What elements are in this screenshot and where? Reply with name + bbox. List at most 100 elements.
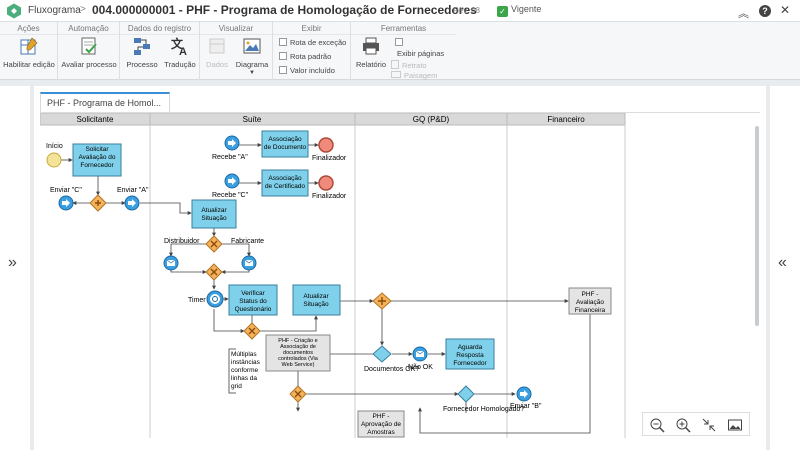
svg-text:PHF -: PHF - xyxy=(582,291,599,298)
timer-event[interactable] xyxy=(206,290,224,308)
svg-text:de Certificado: de Certificado xyxy=(265,183,305,190)
paisagem-option[interactable]: Paisagem xyxy=(391,71,437,80)
diagrama-dropdown[interactable]: Diagrama ▼ xyxy=(232,36,272,76)
task-atualizar-situacao-1[interactable]: Atualizar Situação xyxy=(191,199,237,229)
gateway-fornecedor-homologado[interactable] xyxy=(457,385,475,403)
mail-event-fabricante[interactable] xyxy=(241,255,257,271)
app-logo-icon xyxy=(7,3,21,19)
gateway-documentos-ok[interactable] xyxy=(372,345,392,363)
subprocess-phf-aprovacao[interactable]: PHF - Aprovação de Amostras xyxy=(357,410,405,438)
evaluate-icon xyxy=(81,37,97,55)
ribbon-group-title: Ações xyxy=(0,24,57,35)
top-bar: Fluxograma > 004.000000001 - PHF - Progr… xyxy=(0,0,800,22)
zoom-in-icon[interactable] xyxy=(675,417,691,433)
process-diagram: Solicitante Suíte GQ (P&D) Financeiro xyxy=(40,113,626,438)
relatorio-button[interactable]: Relatório xyxy=(353,36,389,69)
chevron-down-icon: ▼ xyxy=(249,70,255,76)
dados-button[interactable]: Dados xyxy=(202,36,232,69)
processo-button[interactable]: Processo xyxy=(124,36,160,69)
avaliar-processo-button[interactable]: Avaliar processo xyxy=(60,36,118,69)
gateway-parallel-6[interactable] xyxy=(289,385,307,403)
message-event-recebe-c[interactable] xyxy=(224,173,240,189)
rota-padrao-checkbox[interactable]: Rota padrão xyxy=(279,52,331,61)
svg-text:Avaliação: Avaliação xyxy=(576,299,604,306)
gateway-parallel-5[interactable] xyxy=(372,292,392,310)
page-title: 004.000000001 - PHF - Programa de Homolo… xyxy=(92,3,477,17)
message-event-recebe-a[interactable] xyxy=(224,135,240,151)
rota-excecao-checkbox[interactable]: Rota de exceção xyxy=(279,38,346,47)
fit-to-screen-icon[interactable] xyxy=(701,417,717,433)
gateway-parallel-2[interactable] xyxy=(205,235,223,253)
task-verificar-status[interactable]: Verificar Status do Questionário xyxy=(228,284,278,316)
ribbon-group-exibir: Exibir Rota de exceção Rota padrão Valor… xyxy=(273,22,351,80)
svg-text:Atualizar: Atualizar xyxy=(303,293,329,300)
exibir-paginas-checkbox[interactable] xyxy=(395,38,406,47)
zoom-toolbar xyxy=(642,412,750,436)
translate-icon: 文A xyxy=(171,36,187,56)
expand-left-icon[interactable]: « xyxy=(778,254,787,271)
breadcrumb-separator: > xyxy=(80,4,86,15)
task-solicitar[interactable]: Solicitar Avaliação do Fornecedor xyxy=(72,143,122,177)
lane-title-financeiro: Financeiro xyxy=(547,115,585,124)
timer-label: Timer xyxy=(188,297,206,304)
ribbon-group-title: Ferramentas xyxy=(351,24,456,35)
svg-text:Aprovação de: Aprovação de xyxy=(361,421,401,428)
message-event-enviar-a[interactable] xyxy=(124,195,140,211)
vertical-scrollbar[interactable] xyxy=(755,126,759,326)
task-atualizar-situacao-2[interactable]: Atualizar Situação xyxy=(292,284,341,316)
left-expand-panel: » xyxy=(0,86,30,450)
start-event[interactable] xyxy=(46,152,62,168)
subprocess-phf-criacao[interactable]: PHF - Criação e Associação de documentos… xyxy=(265,334,331,372)
expand-right-icon[interactable]: » xyxy=(8,254,17,271)
close-icon[interactable]: ✕ xyxy=(780,3,791,17)
end-event-finalizador-1[interactable] xyxy=(318,137,334,153)
finalizador-2-label: Finalizador xyxy=(312,193,347,200)
ribbon-group-visualizar: Visualizar Dados Diagrama ▼ xyxy=(200,22,273,80)
ribbon-group-automacao: Automação Avaliar processo xyxy=(58,22,120,80)
task-assoc-certificado[interactable]: Associação de Certificado xyxy=(261,169,309,197)
enviar-a-label: Enviar "A" xyxy=(117,187,149,194)
svg-text:Situação: Situação xyxy=(303,301,329,308)
mail-event-nao-ok[interactable] xyxy=(412,346,428,362)
content-area xyxy=(34,86,766,450)
habilitar-edicao-button[interactable]: Habilitar edição xyxy=(2,36,56,69)
image-icon xyxy=(243,38,261,54)
message-event-enviar-b[interactable] xyxy=(516,386,532,402)
svg-text:Avaliação do: Avaliação do xyxy=(78,154,115,161)
ribbon-group-title: Exibir xyxy=(273,24,350,35)
gateway-parallel-3[interactable] xyxy=(205,263,223,281)
gateway-parallel-1[interactable] xyxy=(89,194,107,212)
ribbon-group-ferramentas: Ferramentas Relatório Exibir páginas Ret… xyxy=(351,22,456,80)
tab-label: PHF - Programa de Homol... xyxy=(47,98,162,108)
finalizador-1-label: Finalizador xyxy=(312,155,347,162)
tab-diagram[interactable]: PHF - Programa de Homol... xyxy=(40,92,170,112)
diagram-canvas[interactable]: Solicitante Suíte GQ (P&D) Financeiro xyxy=(40,112,760,438)
svg-text:PHF -: PHF - xyxy=(373,413,390,420)
svg-text:Aguarda: Aguarda xyxy=(458,344,483,351)
svg-text:instâncias: instâncias xyxy=(231,359,261,366)
svg-text:Resposta: Resposta xyxy=(456,352,484,359)
retrato-option[interactable]: Retrato xyxy=(391,60,427,70)
svg-text:Status do: Status do xyxy=(239,298,267,305)
end-event-finalizador-2[interactable] xyxy=(318,175,334,191)
recebe-a-label: Recebe "A" xyxy=(212,154,248,161)
enviar-b-label: Enviar "B" xyxy=(510,403,542,410)
svg-text:Web Service): Web Service) xyxy=(282,362,315,368)
task-assoc-documento[interactable]: Associação de Documento xyxy=(261,130,309,158)
ribbon-group-title: Automação xyxy=(58,24,119,35)
collapse-icon[interactable]: ︽ xyxy=(738,8,749,20)
gateway-parallel-4[interactable] xyxy=(243,322,261,340)
svg-text:Fornecedor: Fornecedor xyxy=(453,360,487,367)
zoom-out-icon[interactable] xyxy=(649,417,665,433)
message-event-enviar-c[interactable] xyxy=(58,195,74,211)
subprocess-phf-avaliacao[interactable]: PHF - Avaliação Financeira xyxy=(568,287,612,315)
valor-incluido-checkbox[interactable]: Valor incluído xyxy=(279,66,335,75)
ribbon-group-title: Visualizar xyxy=(200,24,272,35)
export-image-icon[interactable] xyxy=(727,417,743,433)
lane-title-suite: Suíte xyxy=(243,115,262,124)
breadcrumb-root[interactable]: Fluxograma xyxy=(28,5,81,16)
task-aguarda-resposta[interactable]: Aguarda Resposta Fornecedor xyxy=(445,338,495,370)
help-icon[interactable]: ? xyxy=(759,5,771,17)
mail-event-distribuidor[interactable] xyxy=(163,255,179,271)
